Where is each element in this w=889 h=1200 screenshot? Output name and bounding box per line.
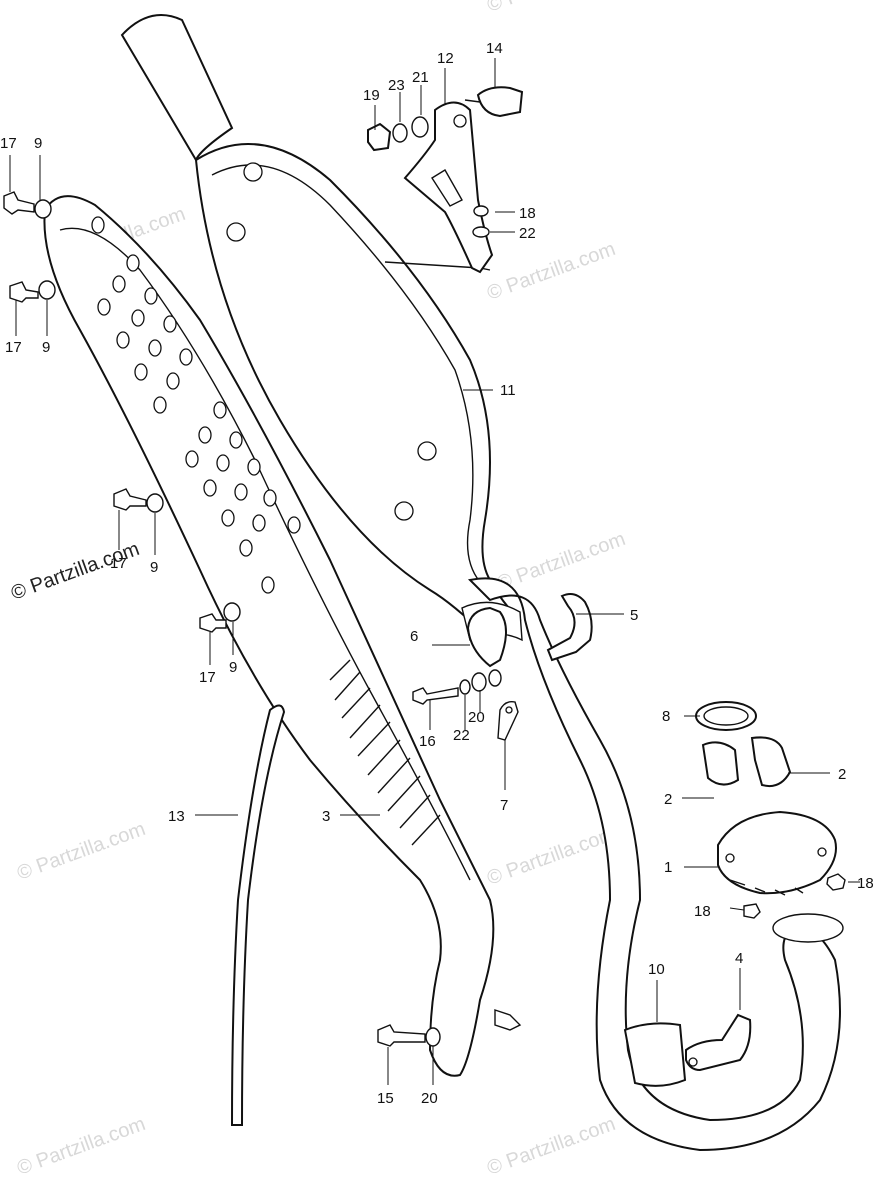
watermark: © Partzilla.com (14, 1113, 148, 1180)
callout-18[interactable]: 18 (857, 875, 874, 892)
watermark: © Partzilla.com (484, 238, 618, 305)
watermark: © Partzilla.com (494, 528, 628, 595)
callout-2[interactable]: 2 (838, 766, 846, 783)
callout-23[interactable]: 23 (388, 77, 405, 94)
callout-19[interactable]: 19 (363, 87, 380, 104)
exhaust-flange-1[interactable] (717, 810, 837, 896)
callout-2[interactable]: 2 (664, 791, 672, 808)
watermark: © Partzilla.com (484, 0, 618, 17)
top-hardware[interactable] (367, 116, 490, 238)
callout-18[interactable]: 18 (519, 205, 536, 222)
callout-11[interactable]: 11 (500, 382, 516, 399)
shield-perforations (91, 216, 301, 594)
callout-4[interactable]: 4 (735, 950, 743, 967)
callout-5[interactable]: 5 (630, 607, 638, 624)
leader-lines (9, 58, 860, 1085)
callout-3[interactable]: 3 (322, 808, 330, 825)
heat-shield[interactable] (43, 195, 522, 1077)
callout-18[interactable]: 18 (694, 903, 711, 920)
callout-22[interactable]: 22 (519, 225, 536, 242)
callout-17[interactable]: 17 (199, 669, 216, 686)
callout-9[interactable]: 9 (150, 559, 158, 576)
callout-22[interactable]: 22 (453, 727, 470, 744)
muffler-body[interactable] (120, 14, 522, 642)
watermark: © Partzilla.com (14, 818, 148, 885)
callout-20[interactable]: 20 (421, 1090, 438, 1107)
callout-labels: 1 2 2 3 4 5 6 7 8 9 9 9 9 10 11 12 13 14… (0, 40, 874, 1107)
callout-17[interactable]: 17 (5, 339, 22, 356)
nut-18-lower[interactable] (743, 873, 846, 919)
callout-15[interactable]: 15 (377, 1090, 394, 1107)
watermark: © Partzilla.com (484, 1113, 618, 1180)
clamp-4[interactable] (685, 1013, 752, 1072)
sleeve-10[interactable] (623, 1022, 687, 1087)
callout-10[interactable]: 10 (648, 961, 665, 978)
shield-louvers (329, 659, 441, 846)
bracket-7[interactable] (497, 700, 519, 741)
bolt-16-hardware[interactable] (412, 669, 502, 705)
drain-tube[interactable] (230, 704, 286, 1126)
callout-1[interactable]: 1 (664, 859, 672, 876)
callout-9[interactable]: 9 (42, 339, 50, 356)
callout-12[interactable]: 12 (437, 50, 454, 67)
callout-9[interactable]: 9 (229, 659, 237, 676)
split-collet-2[interactable] (701, 736, 792, 788)
callout-16[interactable]: 16 (419, 733, 436, 750)
callout-8[interactable]: 8 (662, 708, 670, 725)
watermark: © Partzilla.com (484, 823, 618, 890)
callout-13[interactable]: 13 (168, 808, 185, 825)
callout-21[interactable]: 21 (412, 69, 429, 86)
screws-and-washers[interactable] (3, 191, 241, 633)
callout-9[interactable]: 9 (34, 135, 42, 152)
callout-6[interactable]: 6 (410, 628, 418, 645)
bolt-15-hardware[interactable] (377, 1024, 441, 1047)
callout-20[interactable]: 20 (468, 709, 485, 726)
muffler-bracket[interactable] (403, 101, 494, 274)
callout-14[interactable]: 14 (486, 40, 503, 57)
pipe-band-5[interactable] (546, 593, 593, 662)
callout-17[interactable]: 17 (0, 135, 17, 152)
callout-17[interactable]: 17 (110, 555, 127, 572)
pipe-clamp-6[interactable] (466, 606, 507, 668)
collar-14[interactable] (464, 86, 524, 118)
callout-7[interactable]: 7 (500, 797, 508, 814)
gasket-8[interactable] (695, 701, 757, 731)
